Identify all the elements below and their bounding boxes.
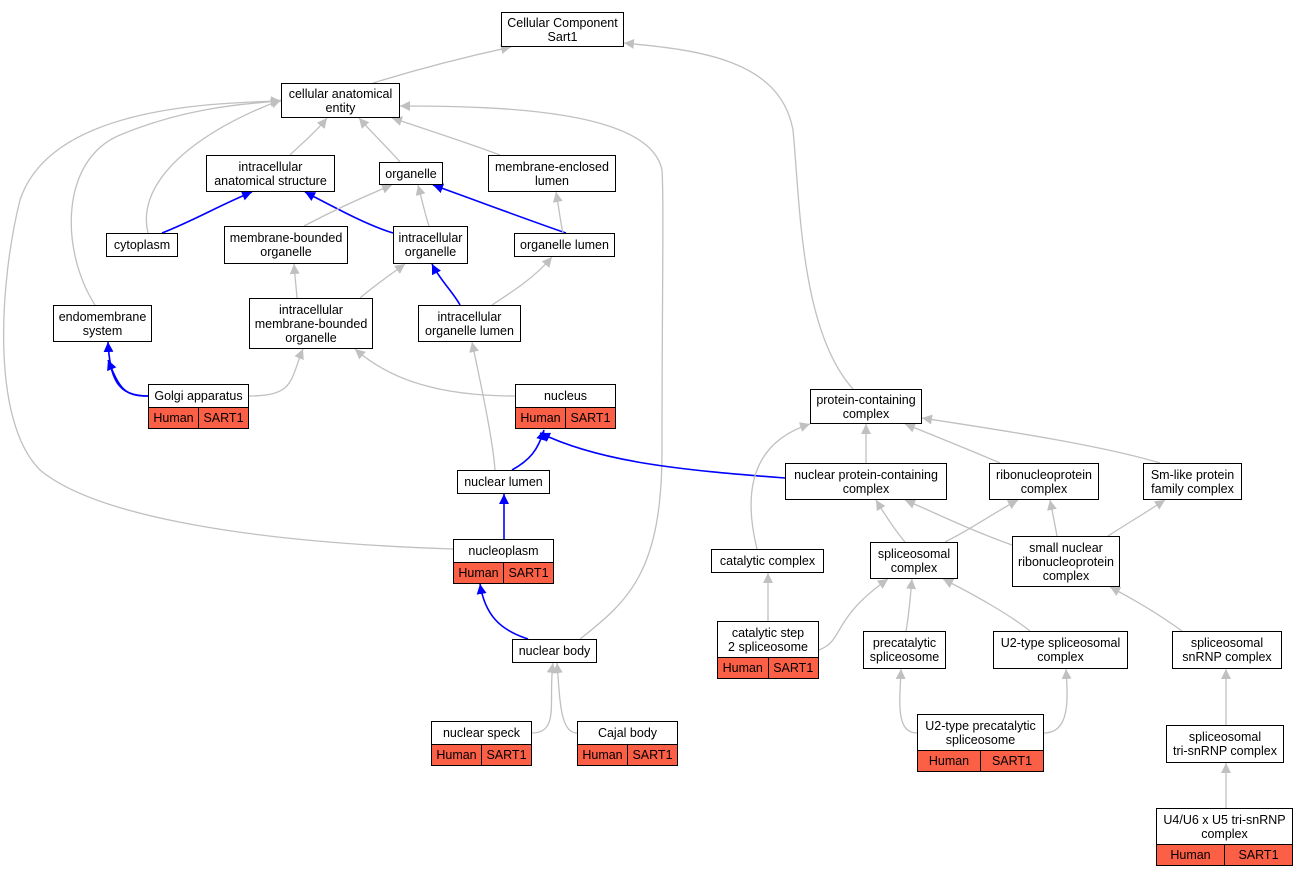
node-ribonucleoprotein-complex[interactable]: ribonucleoprotein complex bbox=[989, 463, 1099, 500]
edge-snrnp-to-smlike bbox=[1107, 499, 1166, 537]
annotation-u4-u6-x-u5-tri-snrnp-complex: Human SART1 bbox=[1156, 845, 1293, 866]
edge-golgi-to-imbo bbox=[248, 348, 304, 397]
annotation-species: Human bbox=[928, 754, 970, 768]
node-u4-u6-x-u5-tri-snrnp-complex[interactable]: U4/U6 x U5 tri-snRNP complex bbox=[1156, 808, 1293, 845]
edge-endo-to-cae bbox=[70, 96, 282, 306]
annotation-gene: SART1 bbox=[767, 658, 819, 678]
edge-nucleus-to-imbo bbox=[354, 348, 516, 397]
edge-ol-to-organelle bbox=[432, 183, 567, 234]
annotation-golgi-apparatus: Human SART1 bbox=[148, 408, 249, 429]
edge-u2pre-to-u2type bbox=[1043, 668, 1072, 734]
node-organelle[interactable]: organelle bbox=[379, 162, 443, 185]
node-spliceosomal-snrnp-complex[interactable]: spliceosomal snRNP complex bbox=[1172, 631, 1282, 669]
annotation-u2-type-precatalytic-spliceosome: Human SART1 bbox=[917, 751, 1044, 772]
edge-precat-to-spliceo bbox=[905, 578, 917, 632]
node-protein-containing-complex[interactable]: protein-containing complex bbox=[810, 389, 922, 424]
node-golgi-apparatus[interactable]: Golgi apparatus bbox=[148, 384, 249, 408]
edge-golgi-to-endo bbox=[103, 341, 149, 397]
edge-organelle-to-cae bbox=[358, 117, 401, 163]
node-spliceosomal-tri-snrnp-complex[interactable]: spliceosomal tri-snRNP complex bbox=[1166, 725, 1284, 763]
edge-cajal-to-nbody bbox=[552, 662, 578, 734]
edge-cs2-to-spliceo bbox=[818, 578, 889, 651]
edge-imbo-to-mbo bbox=[289, 263, 300, 299]
edge-npcc-to-nucleus bbox=[539, 432, 786, 479]
annotation-species: Human bbox=[458, 566, 499, 580]
edge-cae-to-root bbox=[372, 44, 512, 84]
node-intracellular-organelle-lumen[interactable]: intracellular organelle lumen bbox=[418, 305, 521, 342]
edge-rnp-to-pcc bbox=[904, 423, 1001, 464]
edge-nucleoplasm-to-cae bbox=[2, 96, 454, 550]
annotation-cajal-body: Human SART1 bbox=[577, 745, 678, 766]
node-u2-type-spliceosomal-complex[interactable]: U2-type spliceosomal complex bbox=[993, 631, 1128, 669]
annotation-gene: SART1 bbox=[481, 745, 531, 765]
edge-imbo-to-io bbox=[359, 263, 406, 299]
edge-mel-to-cae bbox=[391, 116, 501, 156]
edge-iol-to-io bbox=[431, 263, 461, 306]
annotation-species: Human bbox=[520, 411, 561, 425]
edge-io-to-ias bbox=[304, 191, 394, 234]
edge-nspeck-to-nbody bbox=[531, 662, 557, 734]
annotation-nuclear-speck: Human SART1 bbox=[431, 745, 532, 766]
edge-u2type-to-spliceo bbox=[942, 578, 1031, 632]
edge-ssnrnp-to-snrnp bbox=[1109, 586, 1183, 632]
node-intracellular-organelle[interactable]: intracellular organelle bbox=[393, 226, 468, 264]
annotation-nucleoplasm: Human SART1 bbox=[453, 563, 554, 584]
edge-mbo-to-organelle bbox=[303, 184, 393, 227]
node-organelle-lumen[interactable]: organelle lumen bbox=[514, 233, 615, 257]
node-u2-type-precatalytic-spliceosome[interactable]: U2-type precatalytic spliceosome bbox=[917, 714, 1044, 751]
node-nuclear-speck[interactable]: nuclear speck bbox=[431, 721, 532, 745]
edge-spliceo-to-npcc bbox=[875, 499, 906, 543]
node-membrane-enclosed-lumen[interactable]: membrane-enclosed lumen bbox=[488, 155, 616, 192]
node-nucleus[interactable]: nucleus bbox=[515, 384, 616, 408]
annotation-catalytic-step-2-spliceosome: Human SART1 bbox=[717, 658, 819, 679]
edge-spliceo-to-rnp bbox=[944, 499, 1019, 543]
edge-cytoplasm-to-cae bbox=[145, 98, 282, 234]
edge-ol-to-mel bbox=[552, 191, 564, 234]
edge-io-to-organelle bbox=[415, 184, 430, 227]
annotation-gene: SART1 bbox=[1224, 845, 1292, 865]
edge-nbody-to-cae bbox=[399, 101, 664, 640]
annotation-species: Human bbox=[436, 748, 477, 762]
node-cellular-anatomical-entity[interactable]: cellular anatomical entity bbox=[281, 83, 400, 118]
annotation-species: Human bbox=[153, 411, 194, 425]
node-catalytic-step-2-spliceosome[interactable]: catalytic step 2 spliceosome bbox=[717, 621, 819, 658]
node-spliceosomal-complex[interactable]: spliceosomal complex bbox=[870, 542, 958, 579]
node-endomembrane-system[interactable]: endomembrane system bbox=[53, 305, 152, 342]
edge-catalytic-to-pcc bbox=[750, 422, 811, 550]
annotation-gene: SART1 bbox=[198, 408, 248, 428]
edge-nlumen-to-iol bbox=[469, 341, 496, 471]
edge-iol-to-ol bbox=[491, 256, 553, 306]
annotation-gene: SART1 bbox=[980, 751, 1043, 771]
annotation-gene: SART1 bbox=[503, 563, 553, 583]
edge-snrnp-to-npcc bbox=[904, 499, 1013, 546]
edge-pcc-to-root bbox=[623, 38, 854, 390]
edge-nbody-to-nucleoplasm bbox=[476, 583, 529, 640]
node-intracellular-membrane-bounded-organelle[interactable]: intracellular membrane-bounded organelle bbox=[249, 298, 373, 349]
node-nuclear-lumen[interactable]: nuclear lumen bbox=[457, 470, 550, 494]
edge-snrnp-to-rnp bbox=[1047, 499, 1058, 537]
annotation-species: Human bbox=[1170, 848, 1211, 862]
annotation-gene: SART1 bbox=[627, 745, 677, 765]
annotation-species: Human bbox=[722, 661, 763, 675]
node-cajal-body[interactable]: Cajal body bbox=[577, 721, 678, 745]
edge-cytoplasm-to-ias bbox=[161, 191, 253, 234]
node-intracellular-anatomical-structure[interactable]: intracellular anatomical structure bbox=[206, 155, 335, 192]
node-sm-like-protein-family-complex[interactable]: Sm-like protein family complex bbox=[1143, 463, 1242, 500]
edge-ias-to-cae bbox=[289, 117, 328, 156]
node-nuclear-body[interactable]: nuclear body bbox=[512, 639, 597, 663]
node-nuclear-protein-containing-complex[interactable]: nuclear protein-containing complex bbox=[785, 463, 947, 500]
node-cytoplasm[interactable]: cytoplasm bbox=[106, 233, 178, 257]
node-cellular-component-sart1[interactable]: Cellular Component Sart1 bbox=[501, 12, 624, 47]
node-small-nuclear-ribonucleoprotein-complex[interactable]: small nuclear ribonucleoprotein complex bbox=[1012, 536, 1120, 587]
node-membrane-bounded-organelle[interactable]: membrane-bounded organelle bbox=[224, 226, 348, 264]
annotation-species: Human bbox=[582, 748, 623, 762]
edge-u2pre-to-precat bbox=[895, 668, 918, 734]
annotation-gene: SART1 bbox=[565, 408, 615, 428]
node-nucleoplasm[interactable]: nucleoplasm bbox=[453, 539, 554, 563]
annotation-nucleus: Human SART1 bbox=[515, 408, 616, 429]
edge-smlike-to-pcc bbox=[921, 414, 1161, 464]
node-catalytic-complex[interactable]: catalytic complex bbox=[711, 549, 824, 573]
node-precatalytic-spliceosome[interactable]: precatalytic spliceosome bbox=[863, 631, 946, 669]
